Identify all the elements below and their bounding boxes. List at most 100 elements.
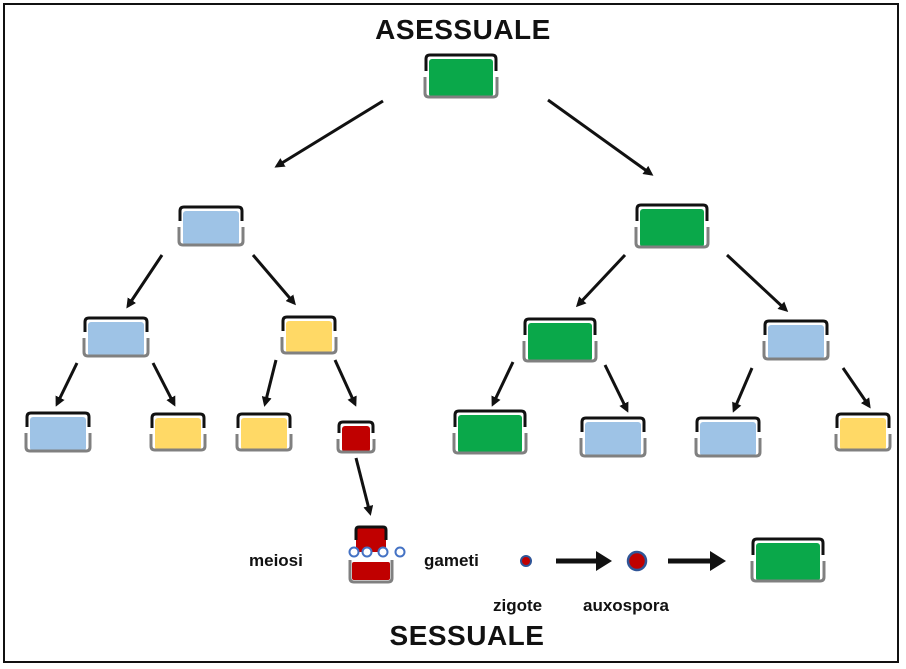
meiosis-cell-base [348,560,394,584]
cell-body [88,322,144,356]
cell-base-valve [762,341,830,361]
cell-base-valve [452,433,528,455]
cell-lid-valve [763,319,829,335]
meiosis-cell [348,525,394,584]
asexual-title: ASESSUALE [375,14,551,45]
cell-lid-valve [751,537,825,555]
gametes-label: gameti [424,551,479,570]
cell-lid-valve [453,409,527,427]
cell-L3a-blue [24,411,92,453]
arrow-L2b-to-L3d [333,359,357,407]
cell-L3c-yellow [235,412,293,452]
diagram-frame [3,3,899,663]
cell-base-valve [336,439,376,454]
arrow-L2a-to-L3b [151,362,176,407]
cell-body [342,426,370,452]
auxospore-label: auxospora [583,596,669,615]
cell-base-valve [149,434,207,452]
cell-body [429,59,493,97]
cell-R3d-yellow [834,412,892,452]
cell-lid-valve [236,412,292,428]
cell-base-valve [177,227,245,247]
gamete-2 [361,546,373,558]
sexual-title: SESSUALE [389,620,545,651]
arrow-R1-to-R2b [725,253,789,313]
cell-base-valve [579,438,647,458]
arrow-auxospore-to-cell [668,551,726,571]
meiosis-label: meiosi [249,551,303,570]
arrow-zygote-to-auxospore-head [596,551,612,571]
cell-lid-valve [580,416,646,432]
cell-base-valve [522,341,598,363]
arrow-R1-to-R2a [575,253,627,308]
cell-body [241,418,287,450]
cell-body [585,422,641,456]
cell-L2b-yellow [280,315,338,355]
cell-body [700,422,756,456]
cell-R1-green [634,203,710,249]
meiosis-cell-lid [354,525,388,540]
cell-lid-valve [695,416,761,432]
cell-body [640,209,704,247]
cell-base-valve [235,434,293,452]
arrows-group [55,98,871,516]
arrow-R2b-to-R3d [841,367,871,409]
cell-final-green [750,537,826,583]
cell-body [155,418,201,450]
cell-body [30,417,86,451]
cell-base-valve [423,77,499,99]
cell-root-green [423,53,499,99]
cell-body [768,325,824,359]
arrow-L2a-to-L3a [55,362,79,407]
zygote-dot [520,555,532,567]
cell-body [756,543,820,581]
arrow-R2b-to-R3c [732,367,754,413]
cell-lid-valve [25,411,91,427]
meiosis-cell-top [356,528,386,552]
cell-base-valve [750,561,826,583]
arrow-zygote-to-auxospore [556,551,612,571]
cell-R2a-green [522,317,598,363]
cell-R3b-blue [579,416,647,458]
arrow-R2a-to-R3a [491,361,515,407]
arrow-L3d-to-meiosis [354,457,374,516]
cell-lid-valve [83,316,149,332]
cell-lid-valve [523,317,597,335]
cell-base-valve [280,337,338,355]
cell-L3b-yellow [149,412,207,452]
cell-body [458,415,522,453]
zygote-label: zigote [493,596,543,615]
gamete-1 [348,546,360,558]
cell-base-valve [82,338,150,358]
cell-base-valve [634,227,710,249]
gamete-4 [394,546,406,558]
cell-base-valve [24,433,92,453]
gamete-3 [377,546,389,558]
arrow-L2b-to-L3c [261,359,278,407]
cell-L3d-red [336,420,376,454]
cell-lid-valve [281,315,337,331]
cell-body [840,418,886,450]
cell-R2b-blue [762,319,830,361]
cell-lid-valve [178,205,244,221]
cell-body [528,323,592,361]
cell-R3a-green [452,409,528,455]
cell-base-valve [834,434,892,452]
cell-lid-valve [835,412,891,428]
arrow-L1-to-L2a [126,254,164,309]
cell-L1-blue [177,205,245,247]
cell-L2a-blue [82,316,150,358]
arrow-L1-to-L2b [251,254,296,306]
arrow-auxospore-to-cell-head [710,551,726,571]
auxospore-dot [626,550,648,572]
arrow-R2a-to-R3b [603,364,629,413]
cell-body [183,211,239,245]
cell-lid-valve [424,53,498,71]
cell-lid-valve [337,420,375,433]
arrow-root-to-L1 [274,99,384,168]
arrow-root-to-R1 [547,98,654,176]
cell-base-valve [694,438,762,458]
sexual-phase-group [348,525,726,584]
cell-lid-valve [635,203,709,221]
